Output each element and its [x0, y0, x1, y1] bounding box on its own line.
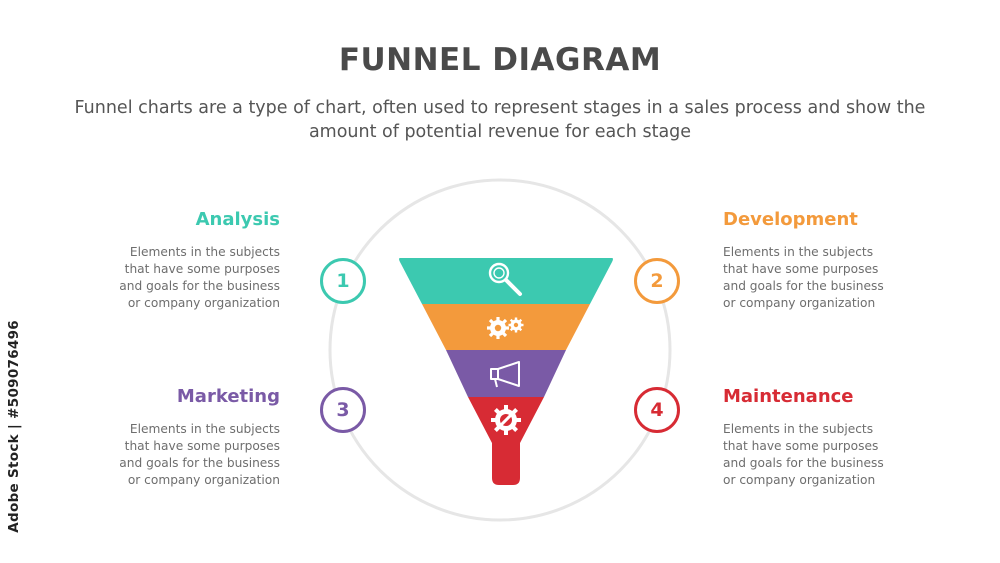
desc-line: Elements in the subjects: [129, 422, 280, 436]
desc-line: or company organization: [127, 296, 280, 310]
desc-line: that have some purposes: [723, 439, 879, 453]
desc-line: and goals for the business: [723, 279, 884, 293]
desc-line: and goals for the business: [119, 279, 280, 293]
desc-line: Elements in the subjects: [723, 245, 874, 259]
desc-line: that have some purposes: [124, 262, 280, 276]
desc-line: or company organization: [127, 473, 280, 487]
stage-title-marketing: Marketing: [176, 386, 280, 407]
desc-line: or company organization: [723, 296, 876, 310]
stage-desc-maintenance: Elements in the subjects that have some …: [723, 421, 893, 489]
subtitle-line-2: amount of potential revenue for each sta…: [308, 122, 692, 142]
stage-number-4: 4: [634, 387, 680, 433]
stage-desc-development: Elements in the subjects that have some …: [723, 244, 893, 312]
funnel-layer-3: [446, 350, 566, 397]
stage-title-analysis: Analysis: [195, 209, 280, 230]
stage-title-maintenance: Maintenance: [723, 386, 854, 407]
outer-ring: [328, 178, 672, 522]
desc-line: or company organization: [723, 473, 876, 487]
funnel-layer-4: [468, 397, 544, 485]
watermark-text: Adobe Stock | #509076496: [6, 320, 22, 533]
desc-line: and goals for the business: [723, 456, 884, 470]
desc-line: Elements in the subjects: [129, 245, 280, 259]
page-title: FUNNEL DIAGRAM: [338, 42, 662, 78]
page-subtitle: Funnel charts are a type of chart, often…: [50, 96, 950, 144]
stage-number-2: 2: [634, 258, 680, 304]
megaphone-icon: [490, 361, 520, 388]
stage-desc-analysis: Elements in the subjects that have some …: [110, 244, 280, 312]
desc-line: that have some purposes: [124, 439, 280, 453]
magnifier-icon: [488, 262, 522, 296]
stage-number-1: 1: [320, 258, 366, 304]
stage-title-development: Development: [723, 209, 858, 230]
subtitle-line-1: Funnel charts are a type of chart, often…: [74, 98, 926, 118]
desc-line: that have some purposes: [723, 262, 879, 276]
desc-line: Elements in the subjects: [723, 422, 874, 436]
gear-wrench-icon: [491, 405, 521, 435]
stage-number-3: 3: [320, 387, 366, 433]
desc-line: and goals for the business: [119, 456, 280, 470]
stage-desc-marketing: Elements in the subjects that have some …: [110, 421, 280, 489]
gears-icon: [487, 317, 524, 339]
